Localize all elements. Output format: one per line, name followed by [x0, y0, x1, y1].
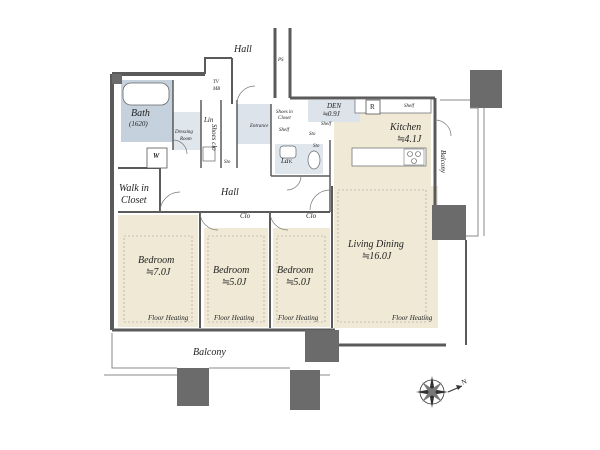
kitchen-label: Kitchen — [390, 122, 422, 133]
balcony-bottom-rail — [104, 333, 330, 376]
clo-label-2: Clo — [306, 212, 317, 220]
floor-heating-label-4: Floor Heating — [392, 314, 433, 322]
compass-icon — [416, 376, 463, 408]
pillar-right-top — [470, 70, 502, 108]
bath-label: Bath — [131, 108, 150, 119]
bath-size-label: (1620) — [129, 120, 148, 128]
pillar-bottom-right — [290, 370, 320, 410]
walk-in-closet-floor — [118, 172, 156, 212]
mb-label: MB — [213, 87, 221, 92]
balcony-right-label: Balcony — [439, 150, 447, 173]
dressing-label: Dressing — [175, 130, 193, 135]
pillars — [112, 70, 502, 410]
living-dining-floor — [334, 186, 438, 328]
bedroom-2-label: Bedroom — [213, 265, 250, 276]
bedroom-3-size-label: ≒5.0J — [285, 277, 311, 288]
living-dining-size-label: ≒16.0J — [361, 251, 392, 262]
pillar-bottom-mid — [305, 330, 339, 362]
sto-label-entrance: Sto — [309, 132, 316, 137]
cooktop — [403, 148, 425, 166]
bedroom-1-floor — [118, 215, 198, 327]
floor-heating-label-3: Floor Heating — [278, 314, 319, 322]
walk-in-label: Walk in — [119, 183, 149, 194]
entrance-floor — [237, 104, 271, 144]
walk-in-closet-label: Closet — [121, 195, 147, 206]
living-dining-label: Living Dining — [348, 239, 404, 250]
r-label: R — [370, 103, 375, 111]
lav-basin — [279, 145, 297, 159]
door-swings — [159, 85, 452, 231]
shelf-label-den: Shelf — [321, 122, 331, 127]
pillar-right-mid — [432, 205, 466, 240]
burner — [407, 151, 413, 157]
bedroom-3-floor — [273, 228, 330, 327]
bedroom-2-floor — [204, 228, 268, 327]
bedroom-2-size-label: ≒5.0J — [221, 277, 247, 288]
hall-mid-label: Hall — [221, 187, 239, 198]
refrigerator — [365, 99, 381, 115]
balcony-bottom-label: Balcony — [193, 347, 226, 358]
bedroom-3-label: Bedroom — [277, 265, 314, 276]
dressing-floor — [173, 112, 201, 150]
kitchen-size-label: ≒4.1J — [396, 134, 422, 145]
burner — [411, 158, 417, 164]
entrance-label: Entrance — [250, 124, 269, 129]
den-label: DEN — [327, 102, 341, 110]
hall-top-label: Hall — [234, 44, 252, 55]
sto-label-lav: Sto — [313, 144, 320, 149]
lin-label: Lin — [204, 116, 214, 124]
room-floors — [118, 80, 438, 328]
den-size-label: ≒0.9J — [322, 110, 340, 118]
bathtub — [122, 82, 170, 106]
dressing-room-label: Room — [180, 137, 192, 142]
shoes-in-label: Shoes in — [276, 110, 293, 115]
bedroom-1-size-label: ≒7.0J — [145, 267, 171, 278]
lav-label: Lav. — [281, 157, 293, 165]
sto-label-dressing: Sto — [224, 160, 231, 165]
pillar-bottom-left — [177, 368, 209, 406]
floor-heating-label-1: Floor Heating — [148, 314, 189, 322]
balcony-right-rail — [440, 99, 485, 237]
floor-heating-areas — [123, 189, 427, 323]
bedroom-1-label: Bedroom — [138, 255, 175, 266]
shoes-in-closet-label: Closet — [278, 116, 291, 121]
floor-heating-label-2: Floor Heating — [214, 314, 255, 322]
shoes-clo-label: Shoes clo — [210, 124, 218, 151]
den-floor — [308, 100, 360, 122]
washer-label: W — [153, 152, 160, 160]
washer-box — [146, 147, 168, 169]
shelf-label-kitchen: Shelf — [404, 104, 414, 109]
dressing-basin — [202, 146, 216, 162]
ps-label: PS — [278, 58, 284, 63]
toilet — [307, 150, 321, 170]
pillar-top-left — [112, 74, 122, 84]
shelf-label-entrance: Shelf — [279, 128, 289, 133]
clo-label-1: Clo — [240, 212, 251, 220]
burner — [415, 151, 421, 157]
tv-label: TV — [213, 80, 219, 85]
